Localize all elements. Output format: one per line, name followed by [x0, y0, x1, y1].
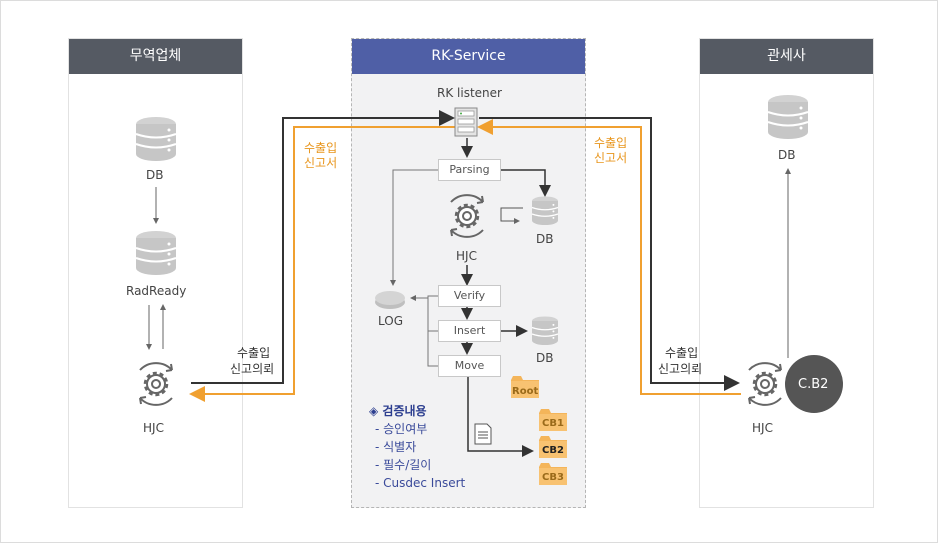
folder-cb1-label: CB1: [542, 418, 564, 429]
verification-list: ◈ 검증내용 - 승인여부 - 식별자 - 필수/길이 - Cusdec Ins…: [369, 402, 465, 492]
radready-db-icon: [135, 230, 177, 276]
radready-label: RadReady: [126, 284, 187, 298]
verification-item: - 식별자: [375, 440, 417, 454]
parsing-box: Parsing: [438, 159, 501, 181]
trader-db-label: DB: [146, 168, 164, 182]
rk-hjc-label: HJC: [456, 249, 477, 263]
rk-db-top-label: DB: [536, 232, 554, 246]
customs-broker-panel: 관세사: [699, 38, 874, 508]
broker-db-label: DB: [778, 148, 796, 162]
right-request-label-1: 수출입: [665, 346, 699, 360]
log-disk-icon: [375, 291, 405, 309]
left-request-label-2: 신고의뢰: [230, 362, 275, 376]
rk-service-panel-title: RK-Service: [352, 39, 585, 74]
trader-db-icon: [135, 116, 177, 162]
document-icon: [474, 423, 492, 445]
trader-panel-title: 무역업체: [69, 39, 242, 74]
left-request-label-1: 수출입: [237, 346, 271, 360]
rk-db-insert-icon: [531, 315, 559, 346]
broker-hjc-gear-icon: [747, 361, 783, 407]
broker-hjc-label: HJC: [752, 421, 773, 435]
rk-hjc-gear-icon: [449, 193, 485, 239]
cb2-label: C.B2: [798, 377, 829, 392]
verification-item: - 승인여부: [375, 422, 428, 436]
verification-title: ◈ 검증내용: [369, 404, 427, 418]
folder-cb2-label: CB2: [542, 445, 564, 456]
left-report-label-1: 수출입: [304, 141, 338, 155]
broker-db-icon: [767, 94, 809, 140]
folder-cb3-label: CB3: [542, 472, 564, 483]
rk-listener-server-icon: [454, 107, 478, 137]
log-label: LOG: [378, 314, 404, 328]
right-request-label-2: 신고의뢰: [658, 362, 703, 376]
trader-hjc-gear-icon: [138, 361, 174, 407]
verification-item: - Cusdec Insert: [375, 476, 466, 490]
rk-listener-label: RK listener: [437, 86, 502, 100]
verify-box: Verify: [438, 285, 501, 307]
insert-box: Insert: [438, 320, 501, 342]
verification-item: - 필수/길이: [375, 458, 432, 472]
cb2-circle: [785, 355, 843, 413]
trader-panel: 무역업체: [68, 38, 243, 508]
rk-db-top-icon: [531, 195, 559, 226]
move-box: Move: [438, 355, 501, 377]
right-report-label-1: 수출입: [594, 136, 628, 150]
folder-root-label: Root: [512, 386, 539, 397]
right-report-label-2: 신고서: [594, 151, 628, 165]
trader-hjc-label: HJC: [143, 421, 164, 435]
customs-broker-panel-title: 관세사: [700, 39, 873, 74]
left-report-label-2: 신고서: [304, 156, 338, 170]
rk-db-insert-label: DB: [536, 351, 554, 365]
